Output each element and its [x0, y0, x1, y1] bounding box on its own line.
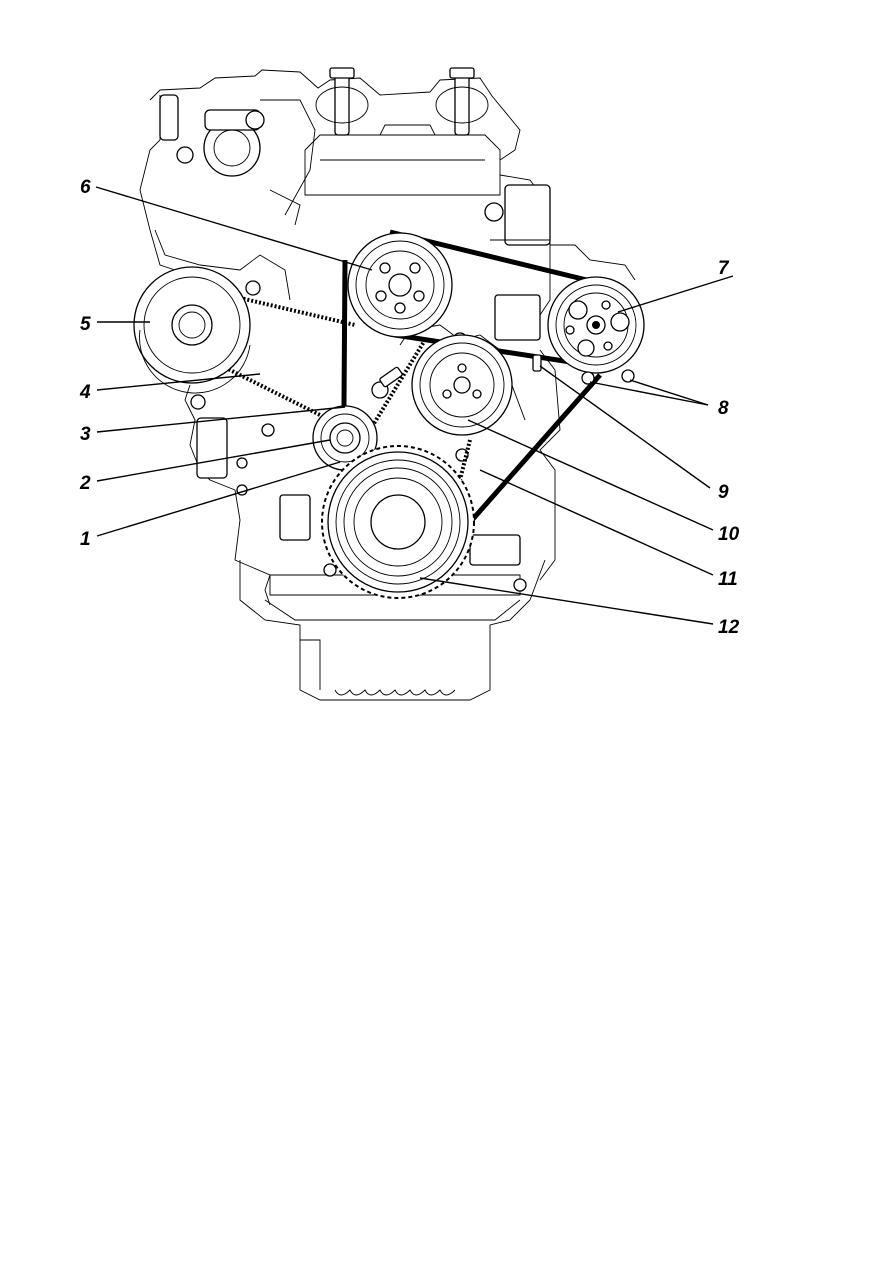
label-10: 10	[718, 524, 740, 545]
label-5: 5	[80, 314, 91, 335]
label-4: 4	[79, 382, 91, 403]
alternator-pulley	[133, 266, 251, 394]
label-9: 9	[718, 482, 729, 503]
compressor-mount-bolts	[581, 369, 635, 385]
label-8: 8	[718, 398, 729, 419]
label-7: 7	[718, 258, 730, 279]
label-12: 12	[718, 617, 740, 638]
label-11: 11	[718, 569, 738, 590]
label-1: 1	[80, 529, 91, 550]
leader-lines	[95, 186, 734, 625]
label-6: 6	[80, 177, 91, 198]
engine-block	[139, 67, 636, 701]
part-labels: 1 2 3 4 5 6 7 8 9 10 11 12	[79, 177, 740, 638]
label-2: 2	[79, 473, 91, 494]
crankshaft-pulley	[321, 445, 475, 599]
tensioner-bolt	[532, 354, 542, 372]
compressor-pulley	[547, 276, 645, 374]
label-3: 3	[80, 424, 91, 445]
water-pump-pulley	[411, 334, 513, 436]
upper-pulley	[347, 232, 453, 338]
